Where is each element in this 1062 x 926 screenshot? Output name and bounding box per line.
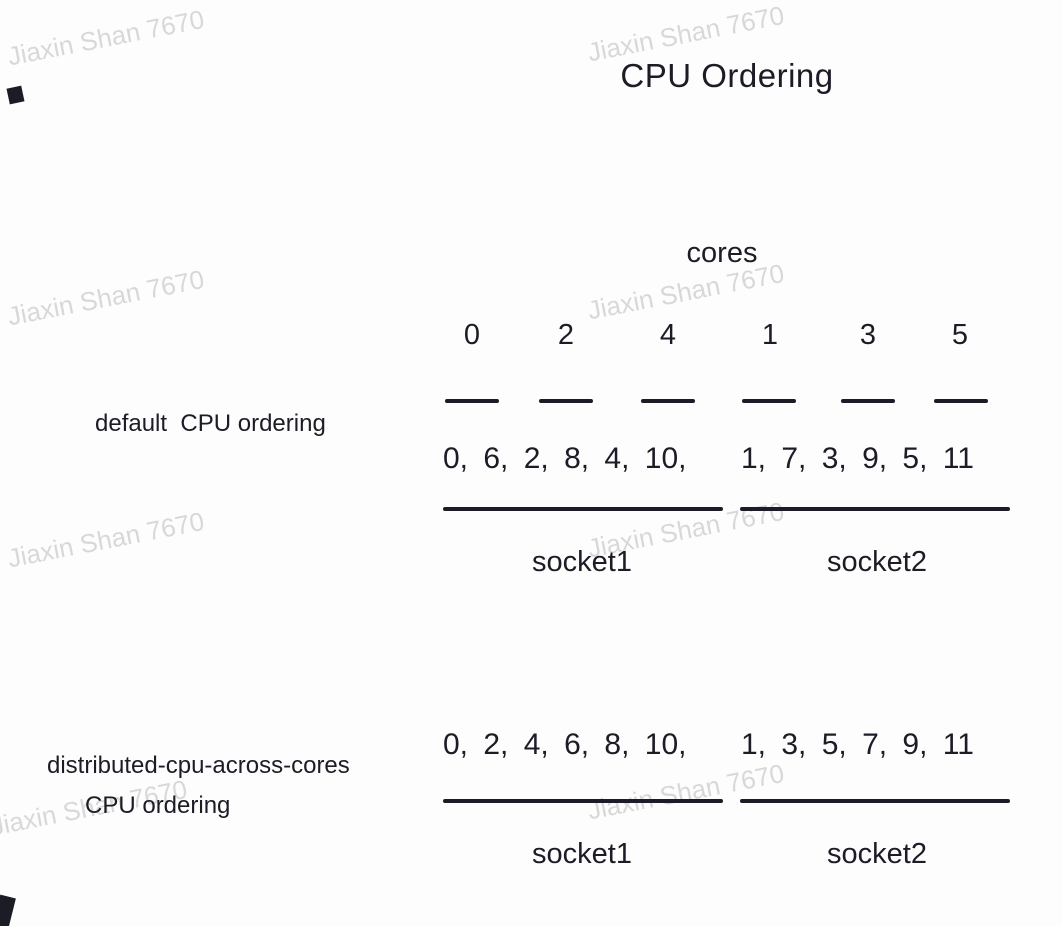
- distributed-socket2-label: socket2: [827, 838, 927, 870]
- core-tick: [641, 399, 695, 403]
- core-tick: [841, 399, 895, 403]
- core-number: 1: [761, 319, 779, 351]
- distributed-socket1-label: socket1: [532, 838, 632, 870]
- default-ordering-label: default CPU ordering: [95, 410, 326, 437]
- distributed-ordering-label-line1: distributed-cpu-across-cores: [47, 752, 350, 779]
- watermark: Jiaxin Shan 7670: [5, 505, 207, 574]
- default-socket1-cpus: 0, 6, 2, 8, 4, 10,: [443, 442, 687, 475]
- ink-mark-bottom-left: [0, 894, 16, 926]
- distributed-ordering-label-line2: CPU ordering: [85, 792, 231, 819]
- core-number: 2: [557, 319, 575, 351]
- default-socket2-cpus: 1, 7, 3, 9, 5, 11: [741, 442, 974, 475]
- ink-mark-top-left: [6, 85, 25, 105]
- watermark: Jiaxin Shan 7670: [5, 3, 207, 72]
- core-number: 5: [951, 319, 969, 351]
- default-socket2-underline: [740, 507, 1010, 511]
- default-socket1-label: socket1: [532, 546, 632, 578]
- distributed-socket2-cpus: 1, 3, 5, 7, 9, 11: [741, 728, 974, 761]
- diagram-title: CPU Ordering: [620, 57, 834, 94]
- core-number: 4: [659, 319, 677, 351]
- cores-label: cores: [686, 237, 758, 269]
- distributed-socket1-cpus: 0, 2, 4, 6, 8, 10,: [443, 728, 687, 761]
- watermark: Jiaxin Shan 7670: [5, 263, 207, 332]
- default-socket2-label: socket2: [827, 546, 927, 578]
- core-tick: [445, 399, 499, 403]
- core-number: 3: [859, 319, 877, 351]
- distributed-socket1-underline: [443, 799, 723, 803]
- core-tick: [539, 399, 593, 403]
- default-socket1-underline: [443, 507, 723, 511]
- core-number: 0: [463, 319, 481, 351]
- core-tick: [742, 399, 796, 403]
- core-tick: [934, 399, 988, 403]
- watermark: Jiaxin Shan 7670: [585, 757, 787, 826]
- distributed-socket2-underline: [740, 799, 1010, 803]
